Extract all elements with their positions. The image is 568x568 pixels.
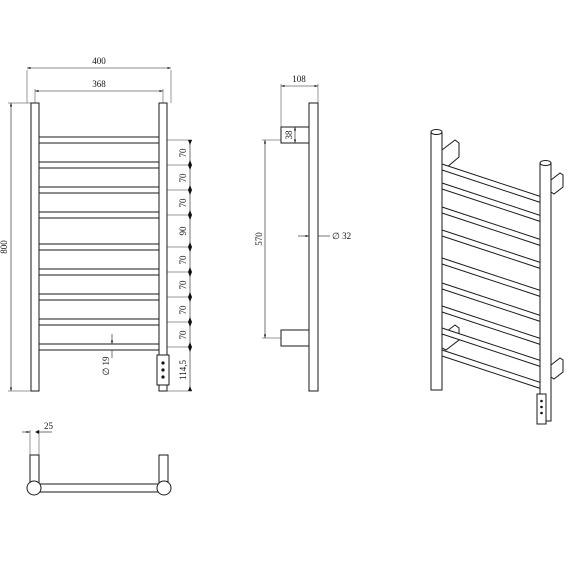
dim-height: 800: [0, 240, 9, 254]
dim-depth: 108: [292, 74, 306, 84]
rung-spacing-1: 70: [178, 148, 188, 158]
dim-post-diameter: ∅ 32: [332, 231, 351, 241]
iso-right-post: [539, 162, 552, 422]
control-button-icon: [540, 411, 543, 415]
iso-rungs: [441, 163, 543, 390]
rung-spacing-8: 70: [178, 330, 188, 340]
dim-bracket: 38: [284, 130, 294, 140]
control-button-icon: [161, 361, 165, 365]
dim-width-inner: 368: [92, 79, 106, 89]
iso-control-box: [536, 393, 547, 425]
rung: [38, 186, 160, 194]
rung: [38, 268, 160, 276]
rung-spacing-7: 70: [178, 305, 188, 315]
front-rungs: [38, 136, 160, 351]
rung-spacing-3: 70: [178, 198, 188, 208]
rung-spacing-6: 70: [178, 280, 188, 290]
right-post: [158, 102, 168, 392]
iso-left-top-bracket: [441, 139, 460, 169]
rung: [38, 293, 160, 301]
dim-offset: 25: [44, 421, 54, 431]
top-right-bracket: [158, 454, 169, 486]
right-post-section: [156, 480, 172, 496]
rung-spacing-4: 90: [178, 226, 188, 236]
left-post-section: [26, 480, 42, 496]
top-left-bracket: [29, 454, 40, 486]
bottom-offset: 114,5: [178, 360, 188, 380]
side-post: [308, 102, 319, 392]
iso-left-post: [430, 131, 443, 391]
iso-right-top-bracket: [550, 172, 564, 195]
iso-rung: [441, 163, 543, 204]
control-button-icon: [540, 405, 543, 409]
control-button-icon: [161, 368, 165, 372]
dim-width-outer: 400: [92, 56, 106, 66]
rung: [38, 136, 160, 144]
bottom-bracket: [280, 329, 310, 347]
side-view: 108 38 570 ∅ 32: [254, 74, 351, 392]
top-view: 25: [22, 421, 172, 496]
rung-spacing-chain: 70 70 70 90 70 70 70 70 114,5: [167, 139, 192, 392]
rung: [38, 161, 160, 169]
dim-mount-spacing: 570: [254, 232, 264, 246]
rung: [38, 343, 160, 351]
iso-right-bottom-bracket: [550, 357, 564, 380]
rung: [38, 318, 160, 326]
isometric-view: [430, 129, 564, 425]
control-button-icon: [161, 375, 165, 379]
control-button-icon: [540, 399, 543, 403]
rung: [38, 243, 160, 251]
rung-spacing-2: 70: [178, 173, 188, 183]
top-rung: [33, 483, 165, 493]
left-post: [30, 102, 40, 392]
rung-spacing-5: 70: [178, 255, 188, 265]
front-view: 400 368 800: [0, 56, 192, 392]
dim-rung-diameter: ∅ 19: [101, 356, 111, 376]
rung: [38, 211, 160, 219]
